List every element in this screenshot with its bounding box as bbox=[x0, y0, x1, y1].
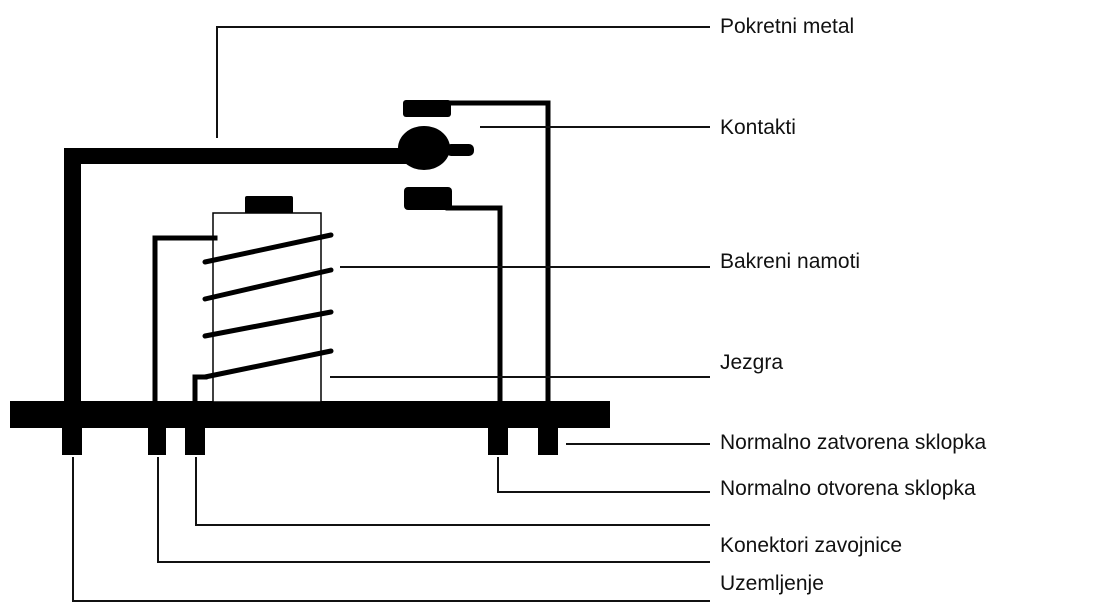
label-normally-open: Normalno otvorena sklopka bbox=[720, 477, 976, 500]
label-ground: Uzemljenje bbox=[720, 572, 824, 595]
coil-wire-left bbox=[152, 235, 218, 407]
coil-wire-right bbox=[192, 374, 208, 407]
winding-1 bbox=[202, 232, 334, 265]
leader-coil-connector-left bbox=[157, 457, 710, 563]
label-coil-connectors: Konektori zavojnice bbox=[720, 534, 902, 557]
coil-pin-right bbox=[185, 428, 205, 455]
moving-metal-horizontal bbox=[64, 148, 410, 164]
leader-normally-open bbox=[497, 457, 710, 493]
leader-moving-metal bbox=[216, 26, 710, 138]
label-copper-windings: Bakreni namoti bbox=[720, 250, 860, 273]
normally-open-wire bbox=[445, 205, 503, 407]
coil-pin-left bbox=[148, 428, 166, 455]
normally-closed-pin bbox=[538, 428, 558, 455]
winding-2 bbox=[202, 267, 334, 302]
leader-ground bbox=[72, 457, 710, 602]
normally-closed-wire bbox=[443, 100, 551, 407]
label-moving-metal: Pokretni metal bbox=[720, 15, 854, 38]
top-contact bbox=[403, 100, 451, 117]
ground-pin bbox=[62, 428, 82, 455]
moving-contact-tip bbox=[446, 144, 474, 156]
label-core: Jezgra bbox=[720, 351, 783, 374]
winding-4 bbox=[202, 348, 334, 380]
moving-contact bbox=[398, 126, 450, 170]
label-normally-closed: Normalno zatvorena sklopka bbox=[720, 431, 986, 454]
winding-3 bbox=[202, 309, 334, 339]
normally-open-pin bbox=[488, 428, 508, 455]
base-plate bbox=[10, 401, 610, 428]
moving-metal-vertical bbox=[64, 148, 81, 402]
bottom-contact bbox=[404, 187, 452, 210]
core-cap bbox=[245, 196, 293, 214]
label-contacts: Kontakti bbox=[720, 116, 796, 139]
leader-coil-connector-right bbox=[195, 457, 710, 526]
